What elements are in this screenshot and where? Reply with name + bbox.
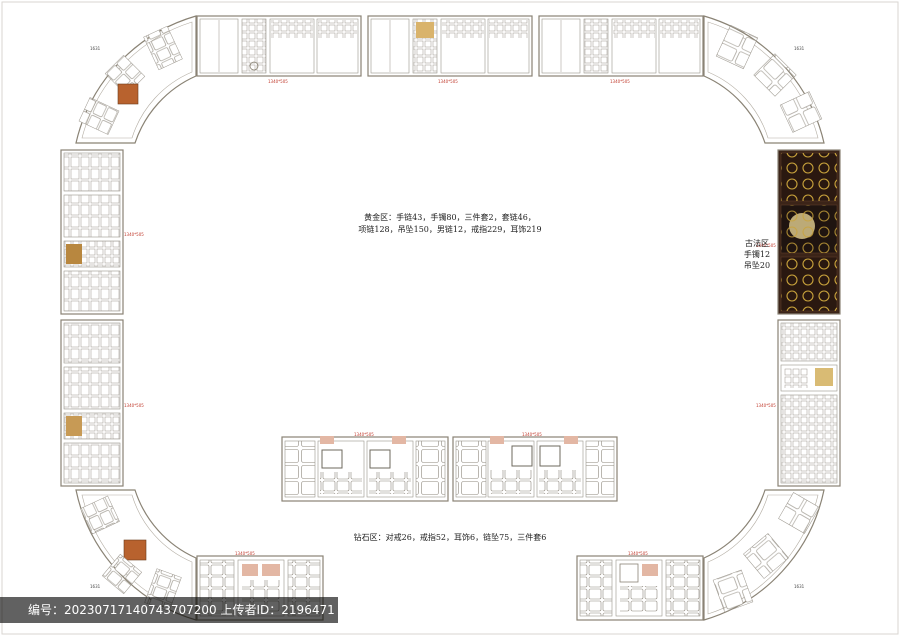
corner-code-label: 1631	[90, 584, 101, 589]
dimension-label: 1340*505	[438, 79, 458, 84]
dimension-label: 1340*505	[124, 403, 144, 408]
bottom-counter-right	[576, 555, 704, 621]
jewelry-photo	[392, 436, 406, 444]
jewelry-photo	[416, 22, 434, 38]
corner-code-label: 1631	[794, 584, 805, 589]
jewelry-photo	[117, 83, 139, 105]
jewelry-photo	[564, 436, 578, 444]
diamond-zone-note: 钻石区：对戒26，戒指52，耳饰6，链坠75，三件套6	[353, 533, 547, 542]
jewelry-photo	[66, 416, 82, 436]
dimension-label: 1340*505	[522, 432, 542, 437]
gold-zone-line-2: 项链128，吊坠150，男链12，戒指229，耳饰219	[358, 225, 542, 234]
ancient-zone-line-2: 手镯12	[743, 250, 771, 259]
dimension-label: 1340*505	[756, 403, 776, 408]
jewelry-photo	[815, 368, 833, 386]
jewelry-photo	[123, 539, 147, 561]
dimension-label: 1340*505	[628, 551, 648, 556]
jewelry-photo	[320, 436, 334, 444]
top-counter-2	[367, 15, 533, 77]
diamond-counter-right	[452, 436, 618, 502]
jewelry-photo	[490, 436, 504, 444]
ancient-zone-line-3: 吊坠20	[743, 261, 771, 270]
top-counter-1	[196, 15, 362, 77]
diamond-counter-left	[281, 436, 449, 502]
jewelry-photo	[262, 564, 280, 576]
corner-counter-top-right	[703, 15, 825, 144]
gold-zone-note: 黄金区：手链43，手镯80，三件套2，套链46， 项链128，吊坠150，男链1…	[320, 212, 580, 236]
left-counter-lower	[60, 319, 124, 487]
ancient-counter	[777, 149, 841, 315]
dimension-label: 1340*505	[354, 432, 374, 437]
right-counter-lower	[777, 319, 841, 487]
image-id-footer: 编号：20230717140743707200 上传者ID：2196471	[0, 597, 338, 623]
ancient-zone-line-1: 古法区	[745, 239, 769, 248]
dimension-label: 1340*505	[756, 243, 776, 248]
top-counter-3	[538, 15, 704, 77]
dimension-label: 1340*505	[268, 79, 288, 84]
jewelry-photo	[642, 564, 658, 576]
dimension-label: 1340*505	[235, 551, 255, 556]
dimension-label: 1340*505	[610, 79, 630, 84]
corner-counter-top-left	[75, 15, 197, 144]
left-counter-upper	[60, 149, 124, 315]
jewelry-photo	[242, 564, 258, 576]
gold-zone-line-1: 黄金区：手链43，手镯80，三件套2，套链46，	[364, 213, 536, 222]
ancient-zone-note: 古法区 手镯12 吊坠20	[735, 238, 779, 271]
dimension-label: 1340*505	[124, 232, 144, 237]
corner-code-label: 1631	[794, 46, 805, 51]
corner-code-label: 1631	[90, 46, 101, 51]
jewelry-photo	[66, 244, 82, 264]
corner-counter-bottom-right	[703, 489, 825, 621]
